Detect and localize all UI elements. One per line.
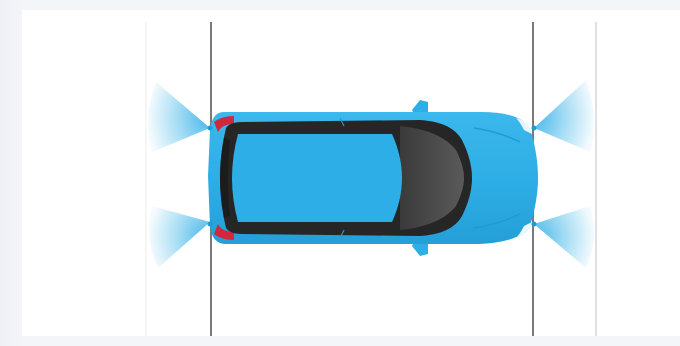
rear-right-sensor [208, 222, 213, 227]
rear-left-sensor [208, 126, 213, 131]
front-left-sensor [532, 126, 537, 131]
rear-right-sensor-beam [149, 206, 210, 268]
front-left-sensor-beam [534, 80, 594, 152]
car-top-view [208, 100, 538, 256]
front-right-sensor-beam [534, 206, 594, 268]
car-roof [232, 134, 402, 222]
front-right-sensor [532, 222, 537, 227]
rear-left-sensor-beam [148, 82, 210, 152]
